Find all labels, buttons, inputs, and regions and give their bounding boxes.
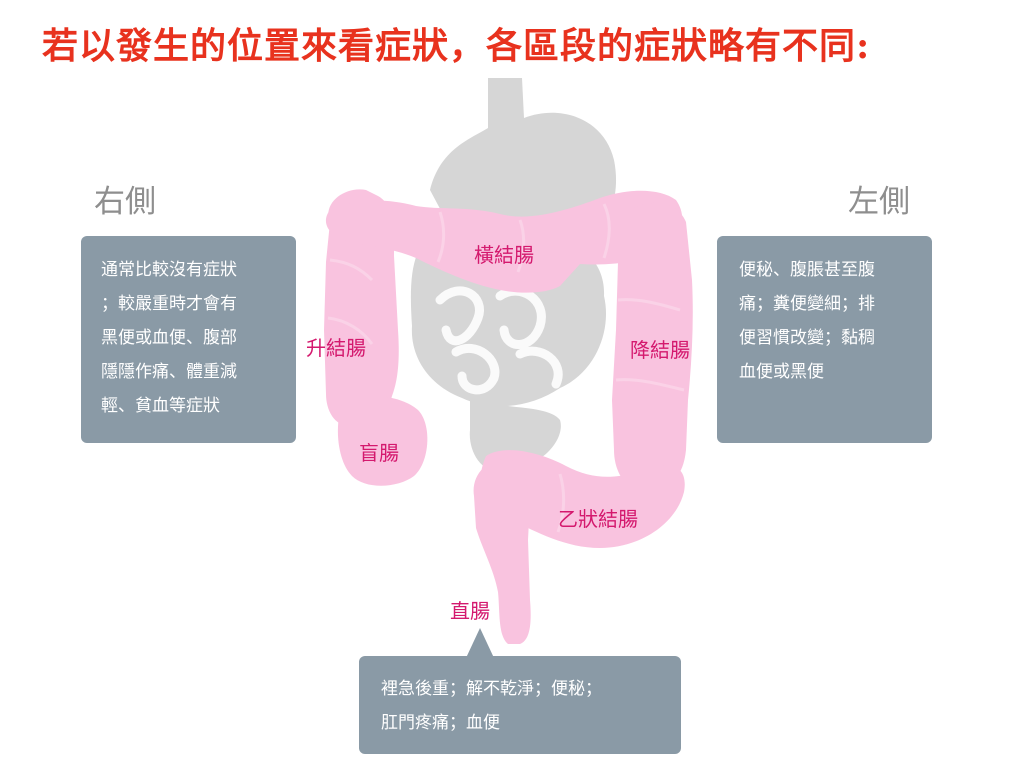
- label-ascending-colon: 升結腸: [306, 336, 366, 360]
- right-side-symptom-box: 通常比較沒有症狀 ；較嚴重時才會有 黑便或血便、腹部 隱隱作痛、體重減 輕、貧血…: [81, 236, 296, 443]
- side-label-right: 右側: [94, 184, 156, 220]
- label-sigmoid-colon: 乙狀結腸: [558, 507, 638, 531]
- left-side-symptom-box: 便秘、腹脹甚至腹 痛；糞便變細；排 便習慣改變；黏稠 血便或黑便: [717, 236, 932, 443]
- box-line: 通常比較沒有症狀: [101, 260, 237, 280]
- label-descending-colon: 降結腸: [630, 338, 690, 362]
- page-title: 若以發生的位置來看症狀，各區段的症狀略有不同:: [42, 25, 871, 67]
- box-line: 血便或黑便: [739, 362, 824, 382]
- label-cecum: 盲腸: [359, 441, 399, 465]
- colon-haustra: [327, 203, 685, 533]
- box-line: 痛；糞便變細；排: [739, 294, 875, 314]
- box-line: 肛門疼痛；血便: [381, 713, 500, 733]
- colon-shape: [324, 189, 693, 644]
- rectum-symptom-box: 裡急後重；解不乾淨；便秘； 肛門疼痛；血便: [359, 656, 681, 754]
- label-rectum: 直腸: [450, 599, 490, 623]
- box-line: 便習慣改變；黏稠: [739, 328, 875, 348]
- box-line: 便秘、腹脹甚至腹: [739, 260, 875, 280]
- side-label-left: 左側: [848, 184, 910, 220]
- label-transverse-colon: 橫結腸: [474, 243, 534, 267]
- box-line: 裡急後重；解不乾淨；便秘；: [381, 679, 602, 699]
- box-line: 輕、貧血等症狀: [101, 396, 220, 416]
- box-line: 隱隱作痛、體重減: [101, 362, 237, 382]
- box-line: ；較嚴重時才會有: [101, 294, 237, 314]
- box-line: 黑便或血便、腹部: [101, 328, 237, 348]
- bottom-box-pointer: [466, 628, 494, 658]
